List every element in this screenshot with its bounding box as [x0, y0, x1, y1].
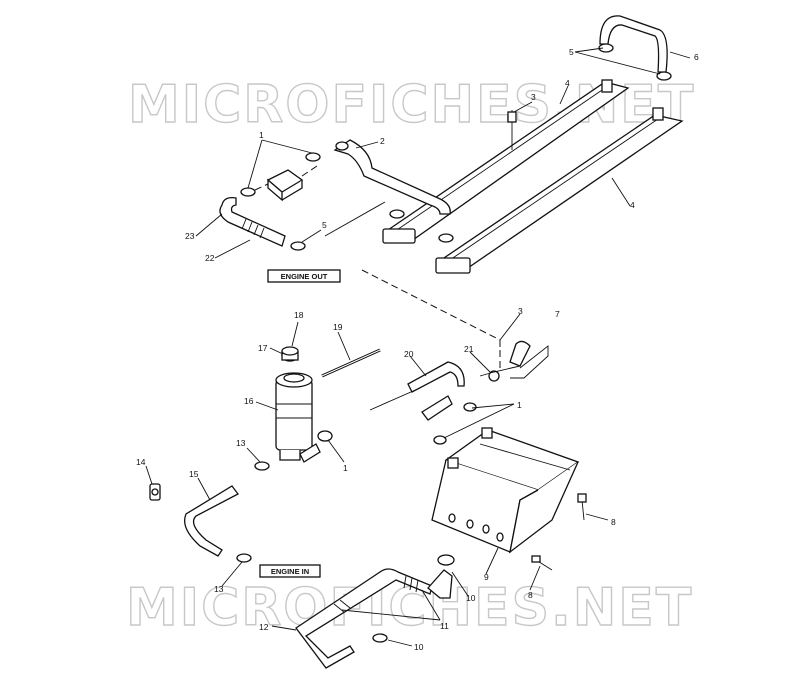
route-line-1: [361, 269, 501, 341]
callout-13a: 13: [236, 438, 246, 448]
reservoir-16: [275, 372, 321, 463]
hose-22-ribs: [241, 218, 265, 239]
fitting-21: [488, 370, 500, 382]
callout-18: 18: [294, 310, 304, 320]
callout-5b: 5: [322, 220, 327, 230]
callout-6: 6: [694, 52, 699, 62]
hose-7: [509, 340, 531, 367]
hose-12: [295, 568, 433, 669]
callout-1a: 1: [259, 130, 264, 140]
callout-11: 11: [440, 621, 449, 631]
callout-1b: 1: [343, 463, 348, 473]
coupler-1: [240, 152, 321, 202]
callout-2: 2: [380, 136, 385, 146]
callout-5a: 5: [569, 47, 574, 57]
callout-9: 9: [484, 572, 489, 582]
hose-15: [183, 485, 239, 557]
hose-20: [407, 361, 465, 393]
clamp-upper: [389, 209, 405, 219]
callout-17: 17: [258, 343, 268, 353]
callouts: 1 2 3 4 4 5 6 5 22 23 18 17 19 16 13 1 1…: [136, 47, 699, 652]
clamp-10a: [437, 554, 455, 566]
callout-4a: 4: [565, 78, 570, 88]
cooler-9: [431, 427, 580, 554]
bolt-8a: [577, 493, 587, 521]
callout-20: 20: [404, 349, 414, 359]
hose-6: [599, 15, 668, 73]
reservoir-cap-18: [281, 346, 299, 362]
engine-out-label: ENGINE OUT: [281, 272, 328, 281]
bracket-14: [149, 483, 161, 501]
callout-22: 22: [205, 253, 215, 263]
hose-2: [333, 139, 451, 215]
clamp-5b: [656, 71, 672, 81]
callout-19: 19: [333, 322, 343, 332]
hose-12-ribs: [333, 575, 419, 613]
leader-lines-upper: [195, 47, 691, 259]
callout-4b: 4: [630, 200, 635, 210]
leader-lines-lower: [145, 313, 609, 647]
engine-in-box: [259, 564, 321, 578]
callout-8a: 8: [611, 517, 616, 527]
callout-10b: 10: [414, 642, 424, 652]
callout-1c: 1: [517, 400, 522, 410]
elbow-10: [427, 569, 453, 599]
clamp-13: [254, 461, 270, 471]
screw-3-top: [507, 110, 517, 150]
callout-23: 23: [185, 231, 195, 241]
engine-in-label: ENGINE IN: [271, 567, 309, 576]
callout-16: 16: [244, 396, 254, 406]
bolt-8b: [531, 555, 553, 571]
callout-12: 12: [259, 622, 269, 632]
watermark-bottom: MICROFICHES.NET: [126, 578, 693, 638]
callout-3b: 3: [518, 306, 523, 316]
callout-14: 14: [136, 457, 146, 467]
callout-21: 21: [464, 344, 474, 354]
clamp-10b: [372, 633, 388, 643]
engine-out-box: [267, 269, 341, 283]
heat-exchanger-lower: [435, 107, 684, 274]
clamp-upper-2: [438, 233, 454, 243]
callout-10a: 10: [466, 593, 476, 603]
callout-13b: 13: [214, 584, 224, 594]
hose-22: [219, 197, 286, 247]
clamp-5c: [290, 241, 306, 251]
clamp-13b: [236, 553, 252, 563]
clamp-1-reservoir: [317, 430, 333, 442]
callout-7: 7: [555, 309, 560, 319]
clamp-5a: [598, 43, 614, 53]
callout-15: 15: [189, 469, 199, 479]
callout-3a: 3: [531, 92, 536, 102]
callout-8b: 8: [528, 590, 533, 600]
